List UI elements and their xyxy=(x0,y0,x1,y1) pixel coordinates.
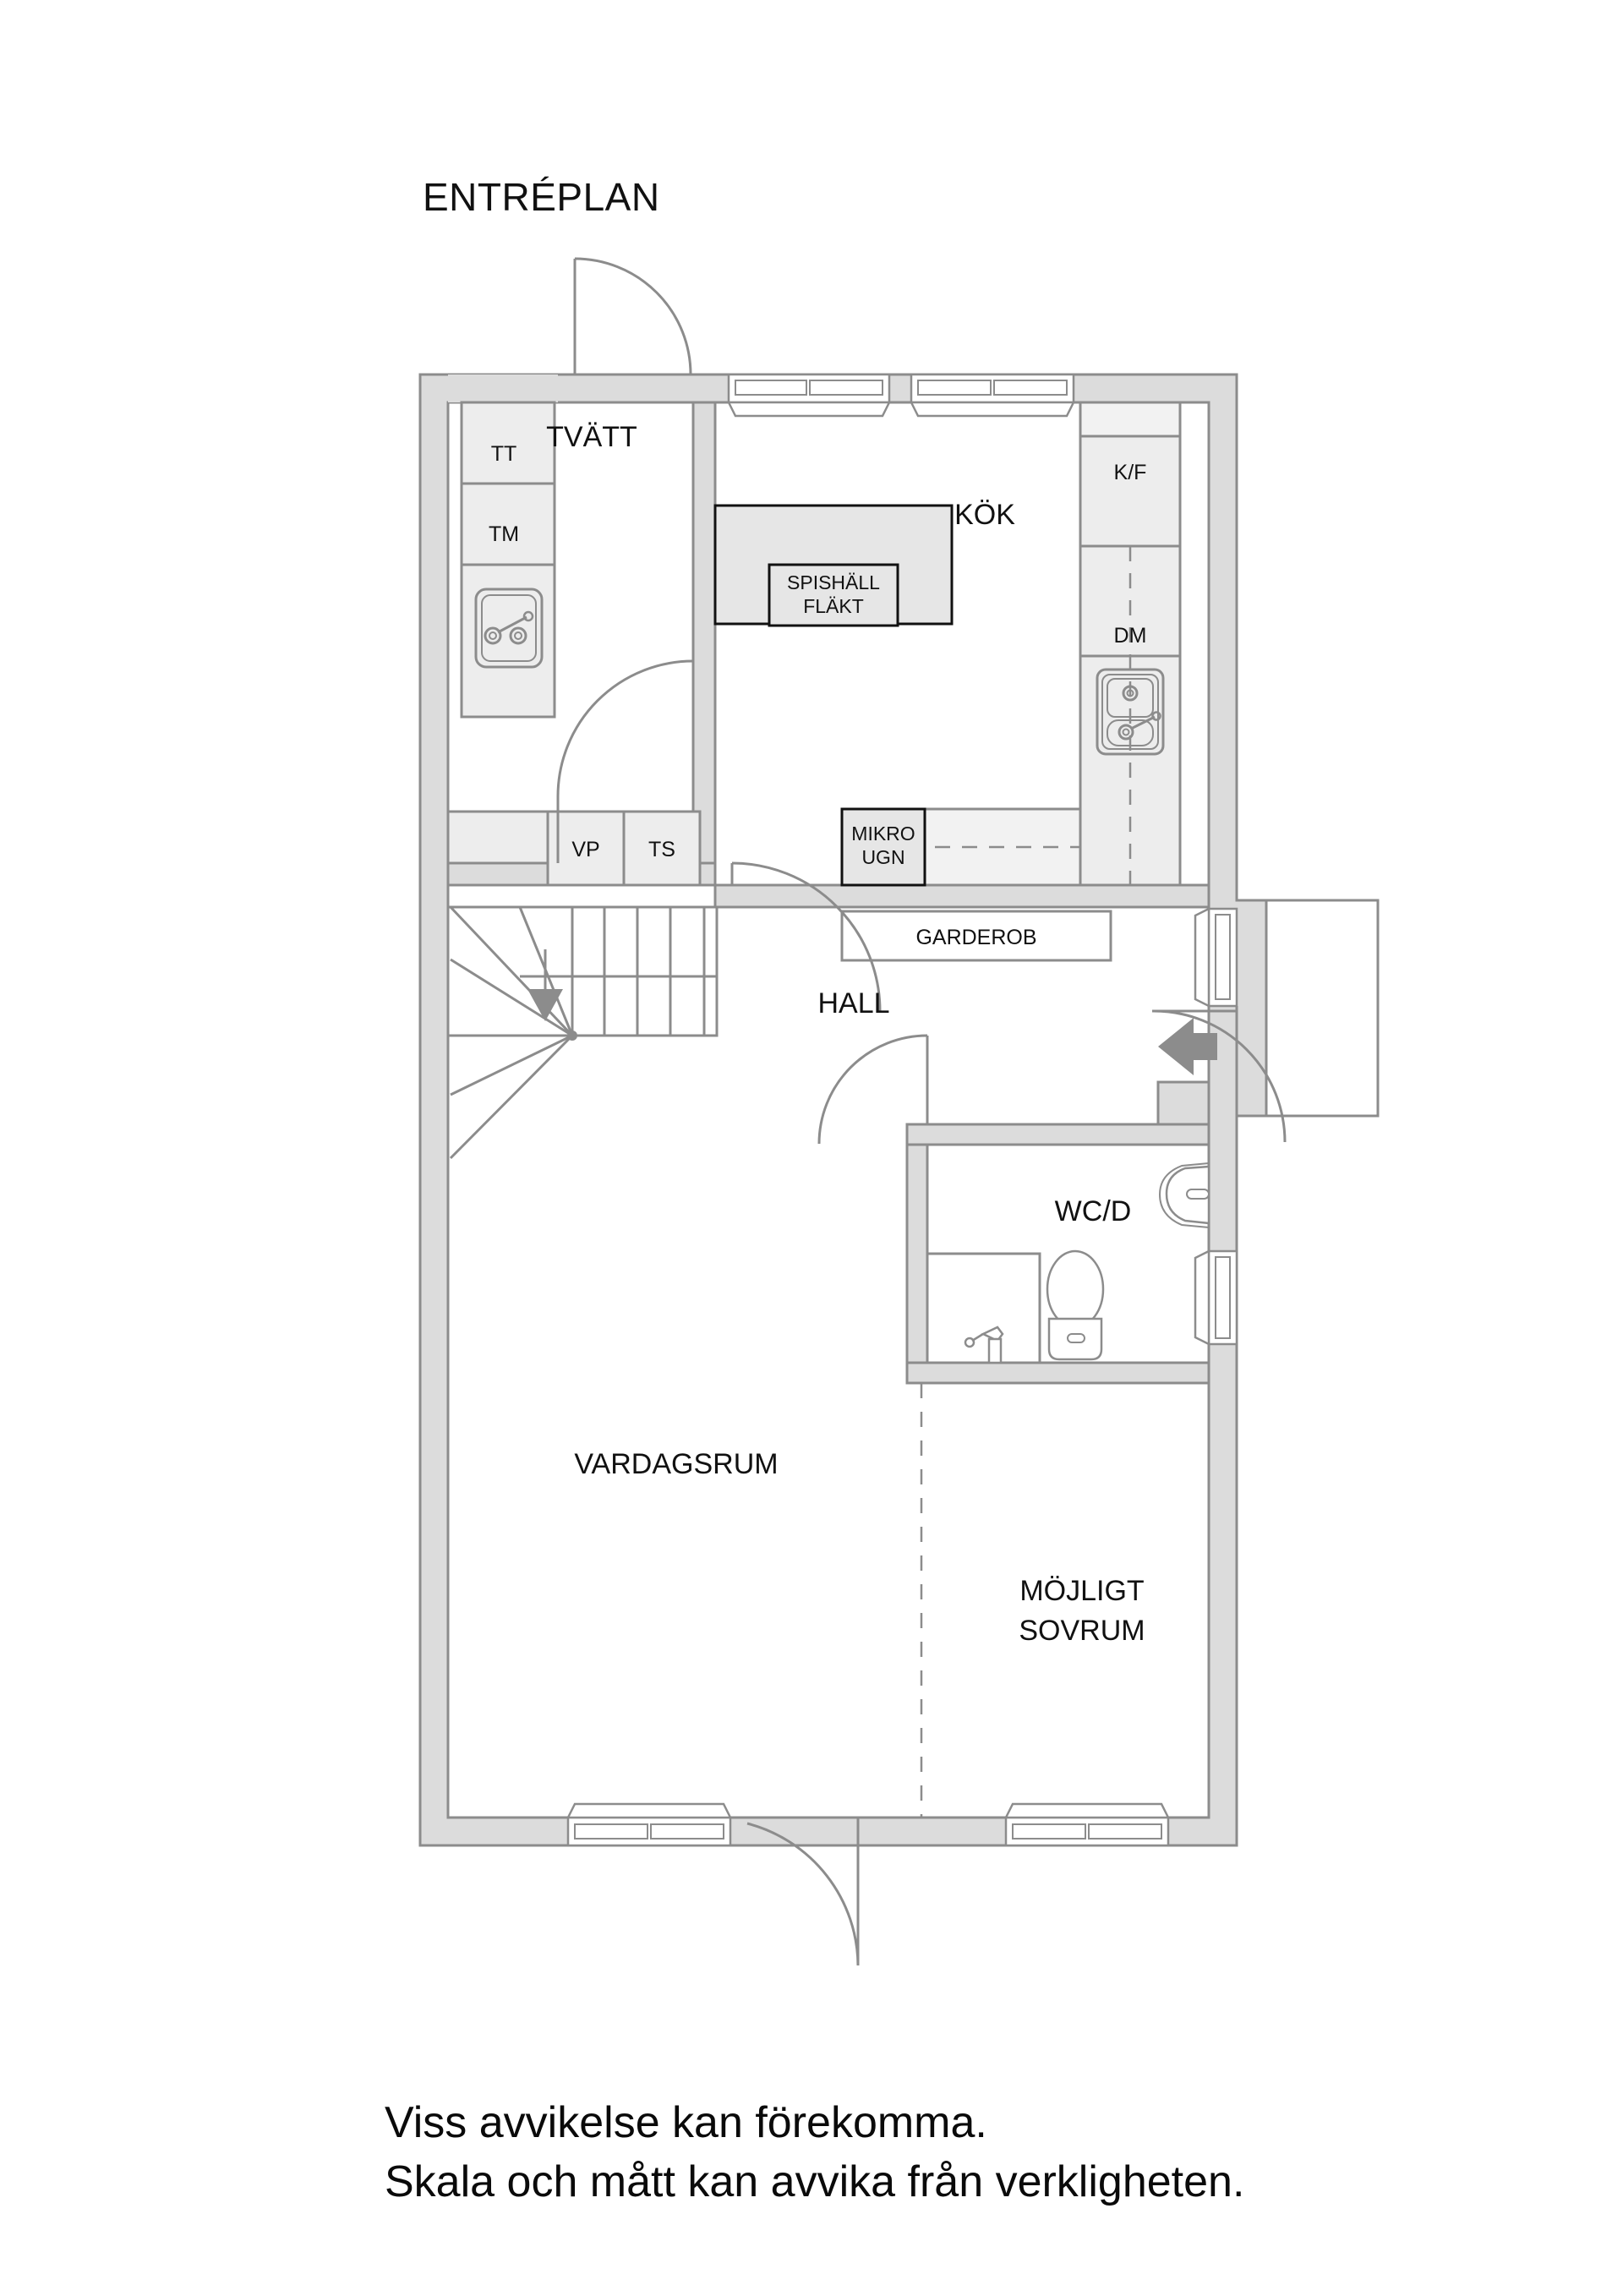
toilet-icon xyxy=(1046,1249,1105,1361)
room-label-tvatt: TVÄTT xyxy=(546,421,637,453)
stair-direction-arrow-icon xyxy=(527,949,563,1021)
fixture-shower-area xyxy=(926,1252,1041,1364)
living-window-right xyxy=(1003,1802,1171,1847)
entry-vestibule-outline xyxy=(1237,899,1380,1118)
fixture-label-ts: TS xyxy=(648,838,675,861)
fixture-label-dm: DM xyxy=(1114,624,1147,648)
laundry-sink-icon xyxy=(474,588,544,669)
living-window-left xyxy=(566,1802,733,1847)
fixture-label-mikro: MIKRO xyxy=(851,823,915,845)
bathroom-fixtures xyxy=(926,1162,1210,1364)
room-label-hall: HALL xyxy=(817,987,889,1020)
fixture-label-ugn: UGN xyxy=(861,846,904,868)
living-terrace-door xyxy=(746,1818,860,1966)
wc-window xyxy=(1194,1249,1238,1347)
fixture-upper-cabinet xyxy=(1079,401,1182,438)
room-label-kok: KÖK xyxy=(954,499,1015,531)
wall-wc-left xyxy=(905,1123,929,1385)
stair-flight-outline xyxy=(446,905,719,1037)
fixture-laundry-shelf xyxy=(446,810,556,865)
fixture-microwave-oven xyxy=(840,807,926,887)
wall-wc-bottom xyxy=(905,1361,1210,1385)
entry-front-door xyxy=(1152,1006,1287,1143)
wall-top-stub-left xyxy=(448,374,558,402)
entry-direction-arrow-icon xyxy=(1158,1018,1217,1075)
room-label-sovrum: SOVRUM xyxy=(1019,1615,1145,1647)
fixture-fridge-freezer xyxy=(1079,435,1182,548)
room-label-wc: WC/D xyxy=(1055,1195,1132,1227)
fixture-label-vp: VP xyxy=(571,838,599,861)
disclaimer-line-2: Skala och mått kan avvika från verklighe… xyxy=(385,2157,1245,2207)
doors xyxy=(556,257,1287,1966)
fixture-label-garderob: GARDEROB xyxy=(915,926,1036,949)
laundry-fixtures xyxy=(446,401,702,887)
windows xyxy=(566,373,1238,1847)
fixture-ts-cabinet xyxy=(622,810,702,887)
wc-door xyxy=(817,1034,929,1145)
fixture-wardrobe xyxy=(840,910,1112,962)
entry-side-window xyxy=(1194,906,1238,1009)
room-label-mojligt: MÖJLIGT xyxy=(1019,1575,1144,1607)
fixture-vp-cabinet xyxy=(546,810,626,887)
disclaimer-line-1: Viss avvikelse kan förekomma. xyxy=(385,2098,987,2147)
fixture-label-spishall: SPISHÄLL xyxy=(787,571,880,593)
wall-wc-top xyxy=(905,1123,1210,1146)
kitchen-window-right xyxy=(909,373,1076,418)
fixture-label-kf: K/F xyxy=(1114,461,1147,484)
kitchen-fixtures xyxy=(713,401,1182,962)
disclaimer-note: Viss avvikelse kan förekomma. Skala och … xyxy=(385,2093,1244,2211)
staircase xyxy=(446,905,719,1160)
fixture-labels: TT TM VP TS K/F DM SPISHÄLL FLÄKT MIKRO … xyxy=(489,442,1147,949)
kitchen-hall-door xyxy=(713,861,882,1012)
laundry-exterior-door xyxy=(573,257,692,375)
fixture-tumble-dryer xyxy=(460,401,556,485)
stair-winder-treads xyxy=(448,905,577,1160)
kitchen-sink-icon xyxy=(1096,668,1165,756)
fixture-washing-machine xyxy=(460,482,556,566)
kitchen-window-left xyxy=(726,373,892,418)
fixture-label-tt: TT xyxy=(491,442,517,466)
wall-entry-jog xyxy=(1156,1080,1210,1126)
page-title: ENTRÉPLAN xyxy=(423,175,660,219)
shower-head-icon xyxy=(964,1326,1004,1364)
wall-kitchen-bottom xyxy=(713,883,1210,909)
room-labels: TVÄTT KÖK HALL WC/D VARDAGSRUM MÖJLIGT S… xyxy=(546,421,1145,1647)
wall-laundry-kitchen xyxy=(691,401,717,865)
fixture-label-tm: TM xyxy=(489,522,519,546)
laundry-interior-door xyxy=(556,659,694,863)
fixture-label-flakt: FLÄKT xyxy=(803,595,864,617)
fixture-stovetop-hood xyxy=(768,563,899,627)
room-label-vardagsrum: VARDAGSRUM xyxy=(574,1448,778,1480)
washbasin-icon xyxy=(1158,1162,1210,1228)
